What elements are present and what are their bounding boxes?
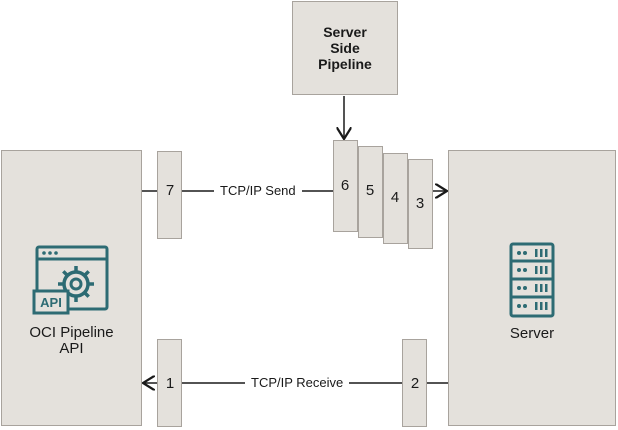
step-7-box: [157, 151, 182, 239]
step-6-label: 6: [340, 177, 350, 194]
step-2-label: 2: [410, 375, 420, 392]
step-5-label: 5: [365, 182, 375, 199]
step-3-label: 3: [415, 195, 425, 212]
step-1-label: 1: [165, 375, 175, 392]
server-side-pipeline-box: [292, 1, 398, 95]
step-4-label: 4: [390, 189, 400, 206]
tcp-receive-label: TCP/IP Receive: [245, 375, 350, 391]
step-7-label: 7: [165, 182, 175, 199]
api-gear-window-icon: [32, 245, 109, 315]
step-2-box: [402, 339, 427, 427]
client-label: OCI Pipeline API: [29, 324, 114, 357]
server-label: Server: [509, 325, 555, 342]
step-3-box: [408, 159, 433, 249]
step-1-box: [157, 339, 182, 427]
step-5-box: [358, 146, 383, 238]
server-box: [448, 150, 616, 426]
step-6-box: [333, 140, 358, 232]
server-side-pipeline-label: Server Side Pipeline: [318, 24, 372, 72]
step-4-box: [383, 153, 408, 244]
tcp-send-label: TCP/IP Send: [214, 183, 302, 199]
server-rack-icon: [509, 242, 555, 318]
api-badge-label: API: [40, 295, 62, 310]
